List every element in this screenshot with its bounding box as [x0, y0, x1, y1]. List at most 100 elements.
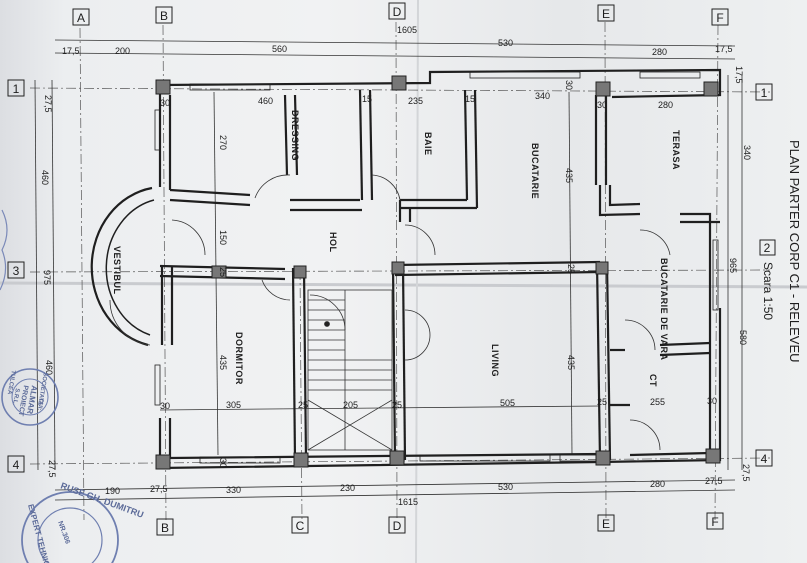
stamp-text: SOCIETATE: [36, 372, 48, 406]
stamp-text: S.R.L.: [11, 388, 20, 406]
dim-top-inner: 30: [597, 100, 607, 110]
sheet-number: 2: [764, 241, 771, 255]
axis-bubble-3: [7, 261, 25, 279]
dim-vertical: 25: [566, 264, 576, 274]
doors: [109, 174, 671, 451]
axis-bubbles: [7, 2, 773, 536]
axis-label-bottom: F: [711, 515, 718, 529]
dim-right: 27,5: [741, 464, 751, 482]
axis-bubble-D-bottom: [388, 516, 406, 534]
room-label-dormitor: DORMITOR: [234, 332, 244, 385]
dim-vertical: 435: [218, 355, 228, 370]
dim-bottom-outer: 530: [498, 482, 513, 492]
axis-bubble-F-bottom: [706, 512, 724, 530]
room-label-living: LIVING: [490, 344, 500, 377]
dim-right: 340: [742, 145, 752, 160]
axis-grid: [29, 21, 771, 521]
expert-stamp: RUSE GH. DUMITRU NR.306 EXPERT TEHNIC: [21, 480, 145, 563]
axis-bubble-F: [711, 8, 729, 26]
dim-vertical: 30: [564, 80, 574, 90]
dim-vertical: 150: [218, 230, 228, 245]
dim-bottom-inner: 205: [343, 400, 358, 410]
dim-bottom-inner: 30: [707, 396, 717, 406]
dimension-lines: [34, 39, 743, 501]
axis-label-top: E: [602, 7, 610, 21]
stamp-text: EXPERT TEHNIC: [26, 503, 51, 563]
dim-vertical: 30: [218, 458, 228, 468]
plan-scale: Scara 1:50: [761, 262, 775, 320]
vestibul-curved-wall-inner: [105, 199, 155, 336]
axis-bubble-4-right: [755, 449, 773, 467]
dim-top-outer: 17,5: [62, 46, 80, 56]
dim-top-total: 1605: [397, 25, 417, 35]
dim-left: 975: [42, 270, 52, 285]
sheet-number-box: [759, 239, 776, 256]
axis-bubble-B-bottom: [156, 518, 174, 536]
axis-label-top: A: [77, 11, 85, 25]
dim-top-inner: 460: [258, 96, 273, 106]
room-label-vestibul: VESTIBUL: [112, 246, 122, 295]
room-label-bucatarie: BUCATARIE: [530, 143, 540, 199]
dim-top-outer: 280: [652, 47, 667, 57]
dim-right: 17,5: [734, 66, 744, 84]
axis-bubble-E: [597, 4, 615, 22]
axis-label-left: 1: [13, 82, 20, 96]
stairs: [307, 289, 393, 451]
dim-bottom-inner: 505: [500, 398, 515, 408]
plan-title: PLAN PARTER CORP C1 - RELEVEU: [787, 140, 802, 363]
dim-top-outer: 17,5: [715, 44, 733, 54]
dim-top-inner: 15: [465, 94, 475, 104]
axis-label-top: D: [393, 5, 402, 19]
columns: [155, 75, 721, 470]
dim-right: 965: [728, 258, 738, 273]
dim-left: 460: [40, 170, 50, 185]
dim-top-inner: 30: [160, 98, 170, 108]
dim-top-inner: 15: [362, 94, 372, 104]
axis-bubble-E-bottom: [597, 514, 615, 532]
axis-label-bottom: D: [393, 519, 402, 533]
dim-top-outer: 560: [272, 44, 287, 54]
dim-top-outer: 200: [115, 46, 130, 56]
dim-bottom-total: 1615: [398, 497, 418, 507]
company-stamp: SOCIETATE ALMAR PROIECT S.R.L. CUI: TULC…: [1, 368, 59, 426]
dim-top-inner: 340: [535, 91, 550, 101]
axis-label-left: 4: [13, 458, 20, 472]
room-label-terasa: TERASA: [671, 130, 681, 170]
axis-bubble-B: [155, 6, 173, 24]
stamp-text: TULCEA: [6, 370, 16, 396]
axis-label-bottom: C: [296, 519, 305, 533]
dim-left: 27,5: [47, 460, 57, 478]
axis-label-top: B: [160, 9, 168, 23]
dim-bottom-outer: 280: [650, 479, 665, 489]
axis-label-right: 1: [761, 86, 768, 100]
stamp-text: NR.306: [56, 520, 71, 545]
room-label-ct: CT: [648, 374, 658, 387]
dim-top-outer: 530: [498, 38, 513, 48]
dim-top-inner: 235: [408, 96, 423, 106]
stamp-text: CUI:: [36, 398, 44, 411]
axis-bubble-1: [7, 79, 25, 97]
dim-bottom-inner: 25: [597, 397, 607, 407]
room-label-bucatarie-de-vara: BUCATARIE DE VARA: [659, 258, 669, 361]
dim-bottom-outer: 190: [105, 486, 120, 496]
axis-label-bottom: E: [602, 517, 610, 531]
axis-label-left: 3: [13, 264, 20, 278]
dim-left: 27,5: [43, 95, 53, 113]
dim-bottom-inner: 30: [160, 401, 170, 411]
axis-bubble-A: [72, 8, 90, 26]
axis-bubble-4: [7, 455, 25, 473]
dim-bottom-outer: 230: [340, 483, 355, 493]
dim-bottom-outer: 27,5: [705, 476, 723, 486]
dim-vertical: 435: [564, 168, 574, 183]
dim-bottom-inner: 305: [226, 400, 241, 410]
dim-bottom-outer: 27,5: [150, 484, 168, 494]
room-label-dressing: DRESSING: [290, 110, 300, 161]
windows: [154, 71, 719, 464]
dim-bottom-outer: 330: [226, 485, 241, 495]
dim-top-inner: 280: [658, 100, 673, 110]
axis-label-bottom: B: [161, 521, 169, 535]
stamp-edge-mark: [0, 209, 8, 291]
room-label-hol: HOL: [328, 232, 338, 253]
